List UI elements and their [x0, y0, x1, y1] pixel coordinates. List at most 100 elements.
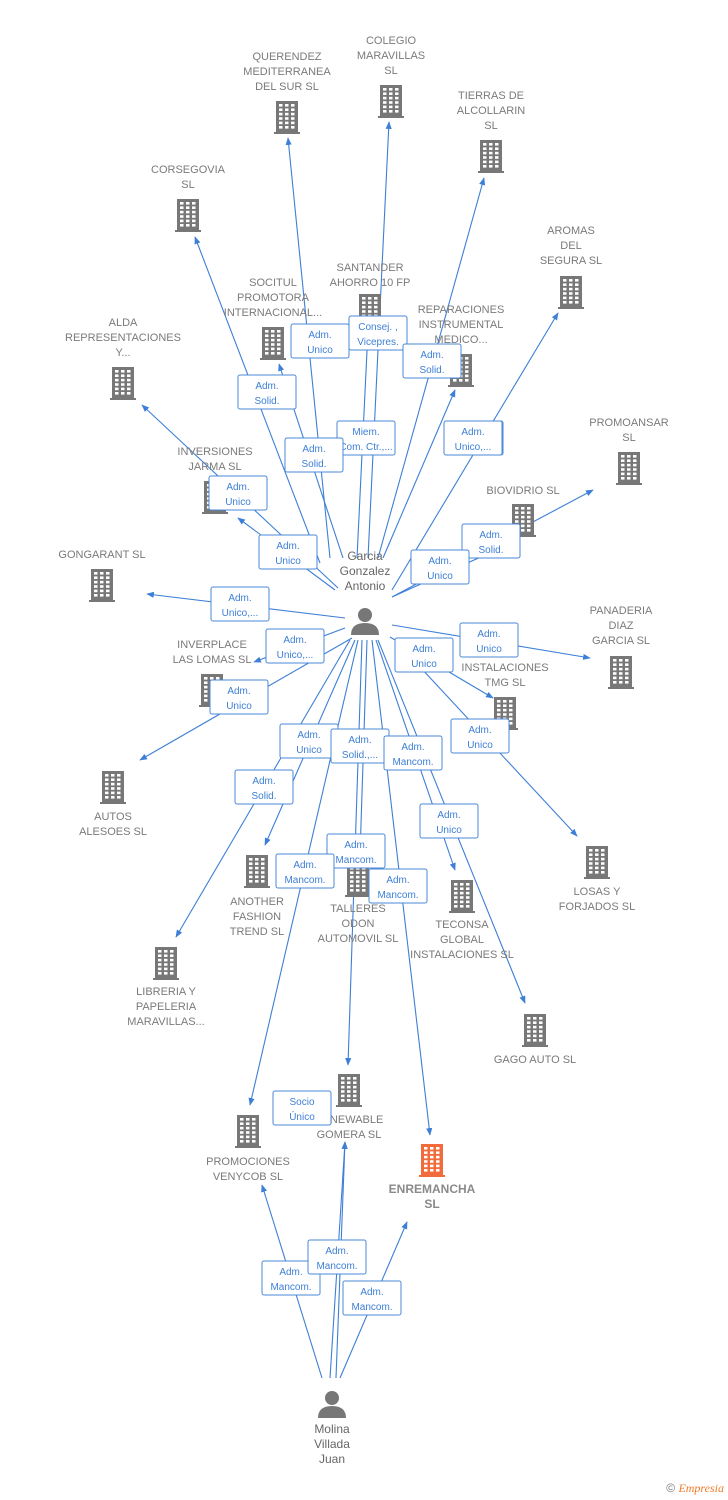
company-name: GARCIA SL: [592, 635, 650, 647]
edge-label-text: Adm.: [412, 644, 435, 655]
company-name: DEL: [560, 240, 581, 252]
edge-label[interactable]: Adm.Mancom.: [326, 833, 386, 869]
company-name: GLOBAL: [440, 934, 484, 946]
person-name: Antonio: [345, 579, 386, 593]
company-name: MARAVILLAS...: [127, 1016, 204, 1028]
edge-label-text: Adm.: [348, 735, 371, 746]
building-icon: [345, 864, 371, 897]
edge-label[interactable]: Adm.Solid.: [234, 769, 294, 805]
building-icon: [608, 656, 634, 689]
edge-label[interactable]: Adm.Unico: [208, 475, 268, 511]
company-node-alda[interactable]: ALDAREPRESENTACIONESY...: [65, 317, 181, 400]
person-name: Molina: [314, 1422, 350, 1436]
edge-label[interactable]: Adm.Unico,...: [265, 628, 325, 664]
edge-label[interactable]: Adm.Unico: [290, 323, 350, 359]
edge-label[interactable]: Adm.Unico: [450, 718, 510, 754]
edge-label[interactable]: Adm.Solid.,...: [330, 728, 390, 764]
edge-label[interactable]: Miem.Com. Ctr.,...: [336, 420, 396, 456]
building-icon: [89, 569, 115, 602]
company-name: PAPELERIA: [136, 1001, 197, 1013]
edge-label-text: Único: [289, 1110, 315, 1123]
edge-label[interactable]: Adm.Unico: [209, 679, 269, 715]
building-icon: [419, 1144, 445, 1177]
edge-label[interactable]: Adm.Unico: [459, 622, 519, 658]
edge-label-text: Adm.: [308, 330, 331, 341]
company-name: TMG SL: [485, 677, 526, 689]
edge-label[interactable]: Adm.Solid.: [461, 523, 521, 559]
edge-label-box: [402, 343, 462, 379]
edge-label[interactable]: Adm.Unico: [258, 534, 318, 570]
company-node-libreria[interactable]: LIBRERIA YPAPELERIAMARAVILLAS...: [127, 947, 205, 1028]
edge-label-text: Adm.: [360, 1287, 383, 1298]
edge-label-box: [210, 586, 270, 622]
edge-label-box: [275, 853, 335, 889]
company-node-biovidrio[interactable]: BIOVIDRIO SL: [486, 485, 560, 537]
company-name: COLEGIO: [366, 35, 417, 47]
edge-label[interactable]: Adm.Mancom.: [383, 735, 443, 771]
edge-label-text: Adm.: [420, 350, 443, 361]
edge-label-text: Unico: [476, 644, 502, 655]
edge-label-text: Unico: [296, 745, 322, 756]
edge-label-text: Unico: [225, 497, 251, 508]
edge-label[interactable]: Adm.Solid.: [402, 343, 462, 379]
building-icon: [378, 85, 404, 118]
company-node-socitul[interactable]: SOCITULPROMOTORAINTERNACIONAL...: [224, 277, 322, 360]
footer-brand[interactable]: © Empresia: [666, 1481, 724, 1496]
company-name: MARAVILLAS: [357, 50, 425, 62]
edge-label-text: Mancom.: [284, 875, 325, 886]
company-name: SL: [424, 1197, 439, 1211]
edge-label[interactable]: Adm.Solid.: [237, 374, 297, 410]
edge-label[interactable]: Adm.Unico,...: [443, 420, 503, 456]
company-node-gongarant[interactable]: GONGARANT SL: [58, 549, 146, 602]
edge-label[interactable]: Adm.Unico: [410, 549, 470, 585]
edge-label[interactable]: Adm.Mancom.: [368, 868, 428, 904]
company-node-tmg[interactable]: ...COINSTALACIONESTMG SL: [461, 647, 549, 730]
edge-label[interactable]: Adm.Unico: [419, 803, 479, 839]
company-name: INTERNACIONAL...: [224, 307, 322, 319]
company-name: MEDICO...: [434, 334, 487, 346]
edge-label[interactable]: Adm.Mancom.: [342, 1280, 402, 1316]
edge-label-text: Adm.: [468, 725, 491, 736]
edge-label-text: Adm.: [228, 593, 251, 604]
company-name: REPRESENTACIONES: [65, 332, 181, 344]
edge-label[interactable]: Adm. Unico: [279, 723, 339, 759]
edge-label-text: Miem.: [352, 427, 379, 438]
edge-label-box: [394, 637, 454, 673]
edge-label[interactable]: Adm.Mancom.: [261, 1260, 321, 1296]
edge-label-text: Solid.: [478, 545, 503, 556]
edge-label[interactable]: Adm.Unico,...: [210, 586, 270, 622]
company-name: ODON: [342, 918, 375, 930]
edge-label[interactable]: Consej. ,Vicepres.: [348, 315, 408, 351]
edge-label[interactable]: Adm.Mancom.: [307, 1239, 367, 1275]
company-name: AHORRO 10 FP: [330, 277, 411, 289]
edge-label-text: Unico: [275, 556, 301, 567]
edge-label[interactable]: Adm.Unico: [394, 637, 454, 673]
edge-label-text: Adm.: [302, 444, 325, 455]
building-icon: [110, 367, 136, 400]
edge-label-text: Solid.: [254, 396, 279, 407]
edge-label[interactable]: Adm.Mancom.: [275, 853, 335, 889]
company-node-gago[interactable]: GAGO AUTO SL: [494, 1014, 576, 1066]
edge-label[interactable]: Adm.Solid.: [284, 437, 344, 473]
edge-label-text: Adm.: [297, 730, 320, 741]
person-name: Juan: [319, 1452, 345, 1466]
